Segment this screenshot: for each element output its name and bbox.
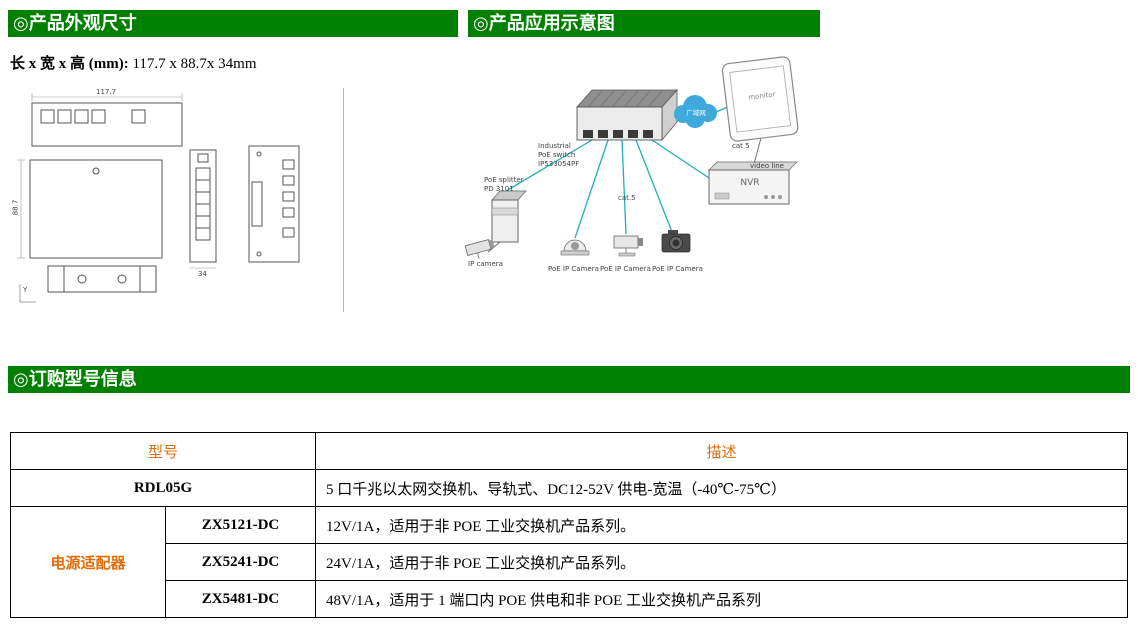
height-dim-label: 34 [198, 270, 207, 278]
axis-marker [19, 284, 36, 303]
table-row-adapter-1: 电源适配器 ZX5121-DC 12V/1A，适用于非 POE 工业交换机产品系… [10, 506, 1128, 618]
model-cell-zx5481: ZX5481-DC [165, 580, 316, 618]
model-cell-zx5241: ZX5241-DC [165, 543, 316, 581]
din-clip-view [47, 265, 157, 293]
poe-camera-label-3: PoE IP Camera [652, 265, 703, 273]
axis-label: Y [23, 286, 28, 294]
model-cell-rdl05g: RDL05G [10, 469, 316, 507]
width-dim-line [17, 159, 25, 259]
box-camera-icon [613, 235, 643, 257]
splitter-label: PoE splitter PD 3101 [484, 176, 524, 194]
table-row-adapter-3: ZX5481-DC 48V/1A，适用于 1 端口内 POE 供电和非 POE … [11, 580, 1128, 618]
video-line [753, 137, 762, 165]
col-header-model: 型号 [10, 432, 316, 470]
dimension-drawing: 117.7 88.7 34 Y [11, 88, 344, 312]
dimension-spec-value: 117.7 x 88.7x 34mm [128, 56, 257, 72]
width-dim-label: 88.7 [11, 199, 20, 216]
nvr-label: NVR [740, 178, 760, 188]
cat5-label-cameras: cat.5 [618, 194, 636, 202]
dslr-camera-icon [661, 230, 691, 253]
section-header-application: ◎产品应用示意图 [468, 10, 820, 37]
application-diagram-svg [464, 56, 799, 259]
table-header-row: 型号 描述 [10, 432, 1128, 470]
desc-cell-rdl05g: 5 口千兆以太网交换机、导轨式、DC12-52V 供电-宽温（-40℃-75℃） [315, 469, 1128, 507]
desc-cell-zx5241: 24V/1A，适用于非 POE 工业交换机产品系列。 [315, 543, 1128, 581]
side-view-din [248, 145, 300, 263]
cloud-icon [674, 95, 717, 128]
dimension-spec-label: 长 x 宽 x 高 (mm): [10, 56, 129, 72]
dimension-spec-line: 长 x 宽 x 高 (mm): 117.7 x 88.7x 34mm [10, 52, 257, 73]
desc-cell-zx5481: 48V/1A，适用于 1 端口内 POE 供电和非 POE 工业交换机产品系列 [315, 580, 1128, 618]
dome-camera-icon [560, 239, 590, 256]
section-header-dimensions: ◎产品外观尺寸 [8, 10, 458, 37]
section-title-dimensions: ◎产品外观尺寸 [13, 13, 137, 33]
application-diagram: Industrial PoE switch IP533054PF PoE spl… [420, 52, 830, 308]
ip-camera-label: IP camera [468, 260, 503, 268]
nvr-icon [708, 161, 798, 205]
video-line-label: video line [750, 162, 784, 170]
switch-label: Industrial PoE switch IP533054PF [538, 142, 580, 169]
table-row-rdl05g: RDL05G 5 口千兆以太网交换机、导轨式、DC12-52V 供电-宽温（-4… [10, 469, 1128, 507]
ordering-table: 型号 描述 RDL05G 5 口千兆以太网交换机、导轨式、DC12-52V 供电… [10, 432, 1128, 618]
monitor-icon [721, 56, 799, 142]
adapter-group-cell: 电源适配器 [10, 506, 166, 618]
desc-cell-zx5121: 12V/1A，适用于非 POE 工业交换机产品系列。 [315, 506, 1128, 544]
section-title-ordering: ◎订购型号信息 [13, 369, 137, 389]
cat5-label-monitor: cat 5 [732, 142, 750, 150]
front-view [29, 159, 163, 259]
table-row-adapter-2: ZX5241-DC 24V/1A，适用于非 POE 工业交换机产品系列。 [11, 543, 1128, 581]
top-view [31, 102, 183, 147]
poe-camera-label-1: PoE IP Camera [548, 265, 599, 273]
model-cell-zx5121: ZX5121-DC [165, 506, 316, 544]
section-header-ordering: ◎订购型号信息 [8, 366, 1130, 393]
poe-splitter-icon [487, 190, 527, 253]
ip-camera-icon [464, 239, 495, 259]
col-header-desc: 描述 [315, 432, 1128, 470]
poe-camera-label-2: PoE IP Camera [600, 265, 651, 273]
length-dim-label: 117.7 [96, 88, 117, 96]
section-title-application: ◎产品应用示意图 [473, 13, 615, 33]
wan-cloud-label: 广域网 [686, 109, 706, 117]
side-view-narrow [189, 149, 217, 269]
dimension-drawing-svg [17, 93, 300, 303]
length-dim-line [31, 93, 183, 101]
poe-switch-icon [576, 88, 678, 142]
